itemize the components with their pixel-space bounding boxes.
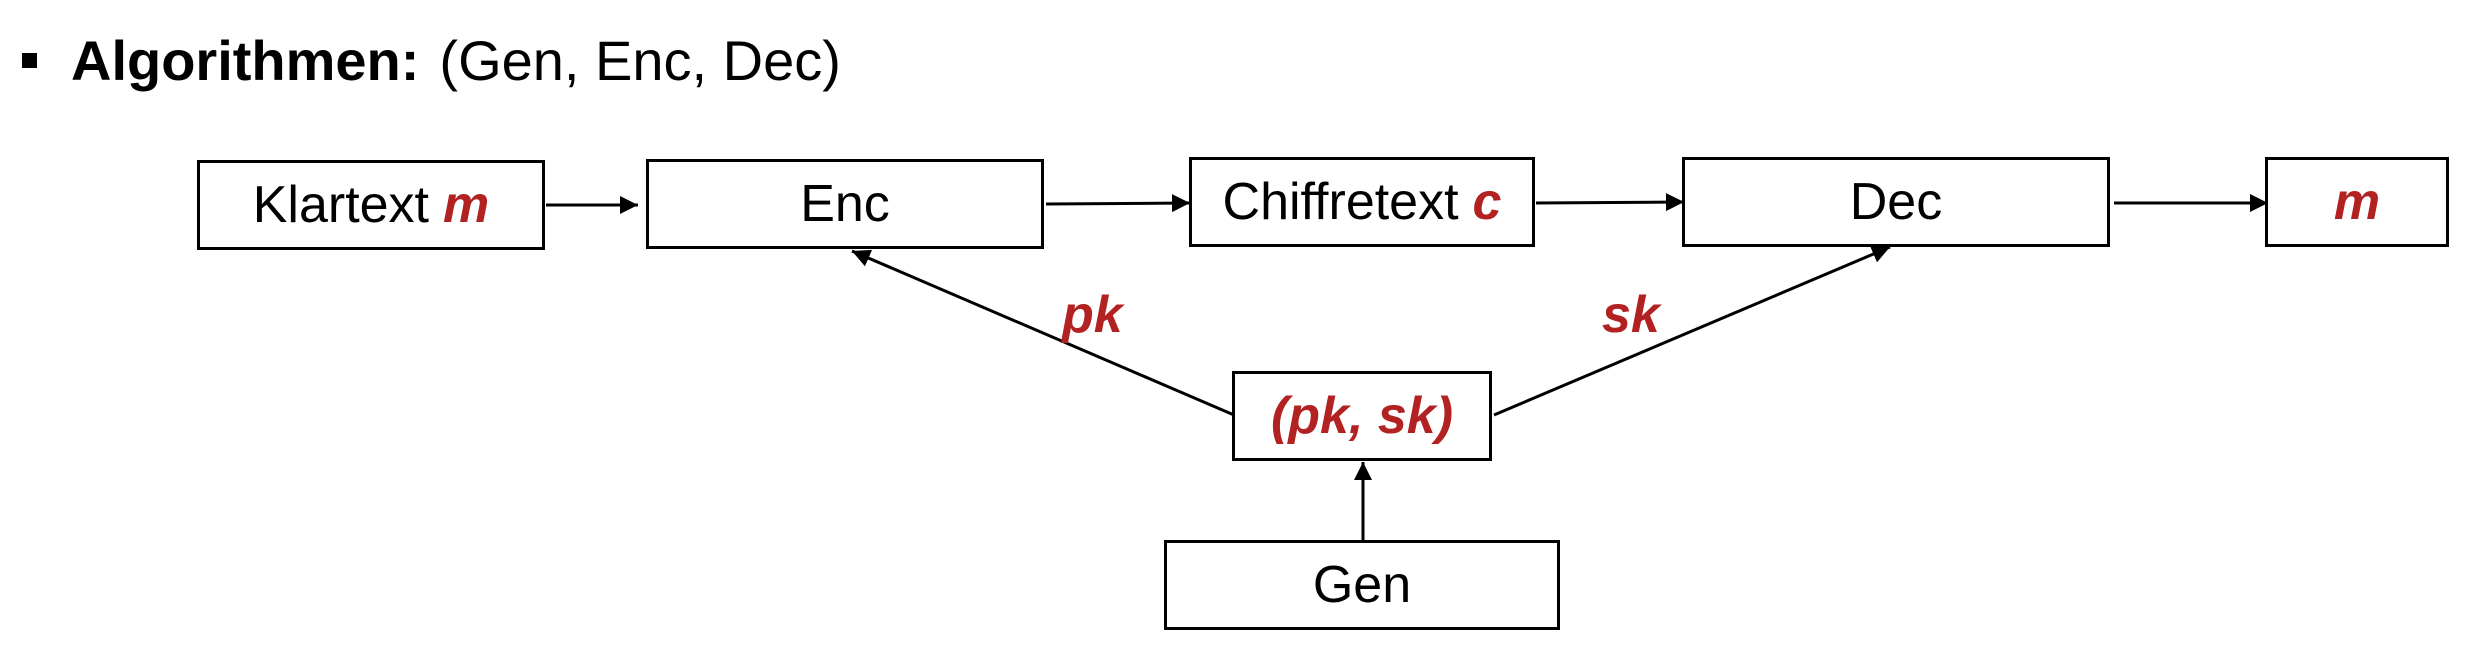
heading-algorithm-list: (Gen, Enc, Dec) <box>439 28 841 92</box>
enc-box: Enc <box>646 159 1044 249</box>
arrow-enc-to-ciphertext <box>1045 194 1191 213</box>
bullet-square-icon <box>22 52 37 68</box>
dec-box: Dec <box>1682 157 2110 247</box>
heading-label: Algorithmen: <box>71 28 420 92</box>
keypair-variable: (pk, sk) <box>1270 387 1454 445</box>
ciphertext-variable: c <box>1472 173 1502 231</box>
sk-edge-label: sk <box>1602 286 1660 344</box>
gen-label: Gen <box>1312 556 1412 614</box>
output-variable: m <box>2333 173 2381 231</box>
arrow-keypair-to-enc <box>851 249 1235 417</box>
dec-label: Dec <box>1849 173 1943 231</box>
output-box: m <box>2265 157 2449 247</box>
algorithms-heading: Algorithmen: (Gen, Enc, Dec) <box>20 20 841 100</box>
ciphertext-label: Chiffretext <box>1222 173 1459 231</box>
pk-edge-label: pk <box>1062 286 1123 344</box>
gen-box: Gen <box>1164 540 1560 630</box>
keypair-box: (pk, sk) <box>1232 371 1492 461</box>
enc-label: Enc <box>800 175 890 233</box>
arrow-ciphertext-to-dec <box>1535 193 1685 212</box>
plaintext-label: Klartext <box>252 176 430 234</box>
plaintext-variable: m <box>443 176 490 234</box>
arrow-keypair-to-dec <box>1493 245 1891 417</box>
